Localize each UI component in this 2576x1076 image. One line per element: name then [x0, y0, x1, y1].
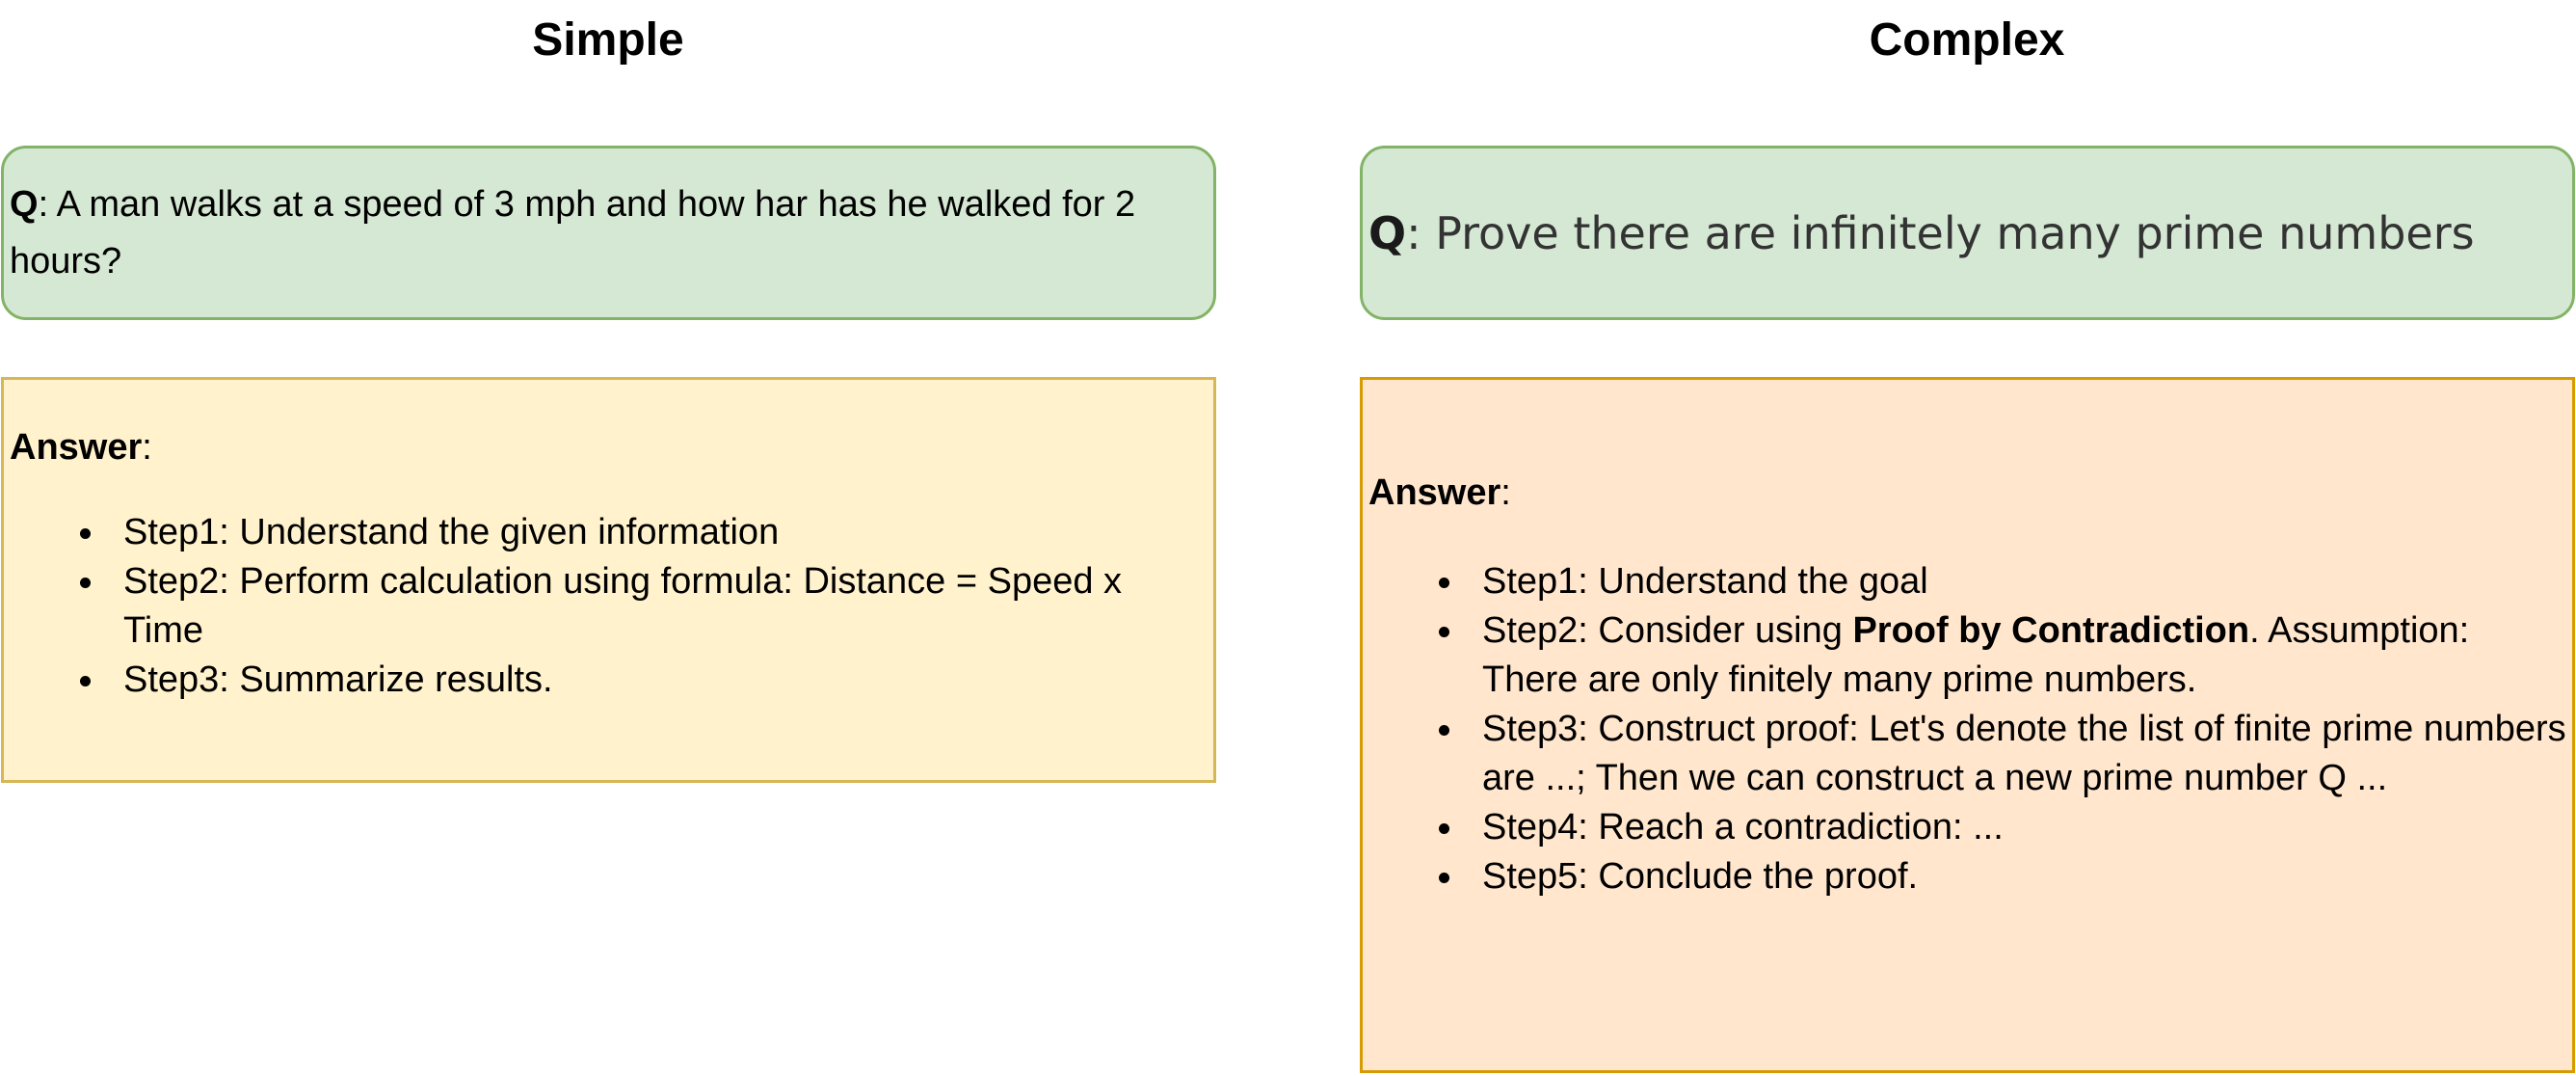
step-prefix: Step2: Consider using: [1482, 610, 1853, 651]
list-item: Step2: Consider using Proof by Contradic…: [1439, 606, 2568, 705]
simple-answer-box: Answer: Step1: Understand the given info…: [1, 377, 1216, 783]
step-emphasis: Proof by Contradiction: [1852, 610, 2250, 651]
simple-answer-label: Answer: [10, 427, 143, 468]
simple-question-label: Q: [10, 183, 39, 225]
complex-question-body: : Prove there are infinitely many prime …: [1406, 206, 2475, 259]
complex-steps-list: Step1: Understand the goal Step2: Consid…: [1439, 557, 2568, 901]
complex-question-text: Q: Prove there are infinitely many prime…: [1368, 203, 2553, 263]
simple-question-body: : A man walks at a speed of 3 mph and ho…: [10, 183, 1136, 282]
complex-question-box: Q: Prove there are infinitely many prime…: [1360, 146, 2575, 320]
complex-answer-colon: :: [1500, 472, 1511, 513]
complex-answer-heading: Answer:: [1368, 469, 1511, 518]
list-item: Step1: Understand the goal: [1439, 557, 2568, 606]
list-item: Step2: Perform calculation using formula…: [80, 557, 1196, 656]
complex-question-label: Q: [1368, 206, 1407, 259]
complex-answer-label: Answer: [1368, 472, 1501, 513]
list-item: Step3: Construct proof: Let's denote the…: [1439, 705, 2568, 803]
list-item: Step1: Understand the given information: [80, 508, 1196, 557]
simple-question-box: Q: A man walks at a speed of 3 mph and h…: [1, 146, 1216, 320]
complex-answer-box: Answer: Step1: Understand the goal Step2…: [1360, 377, 2575, 1073]
simple-answer-colon: :: [142, 427, 152, 468]
list-item: Step3: Summarize results.: [80, 656, 1196, 705]
step-suffix: . Assumption: There are only finitely ma…: [1482, 610, 2470, 700]
simple-column-title: Simple: [532, 14, 684, 66]
simple-answer-heading: Answer:: [10, 423, 152, 472]
list-item: Step4: Reach a contradiction: ...: [1439, 803, 2568, 852]
simple-question-text: Q: A man walks at a speed of 3 mph and h…: [10, 176, 1194, 290]
simple-steps-list: Step1: Understand the given information …: [80, 508, 1196, 705]
complex-column-title: Complex: [1869, 14, 2065, 66]
list-item: Step5: Conclude the proof.: [1439, 852, 2568, 901]
